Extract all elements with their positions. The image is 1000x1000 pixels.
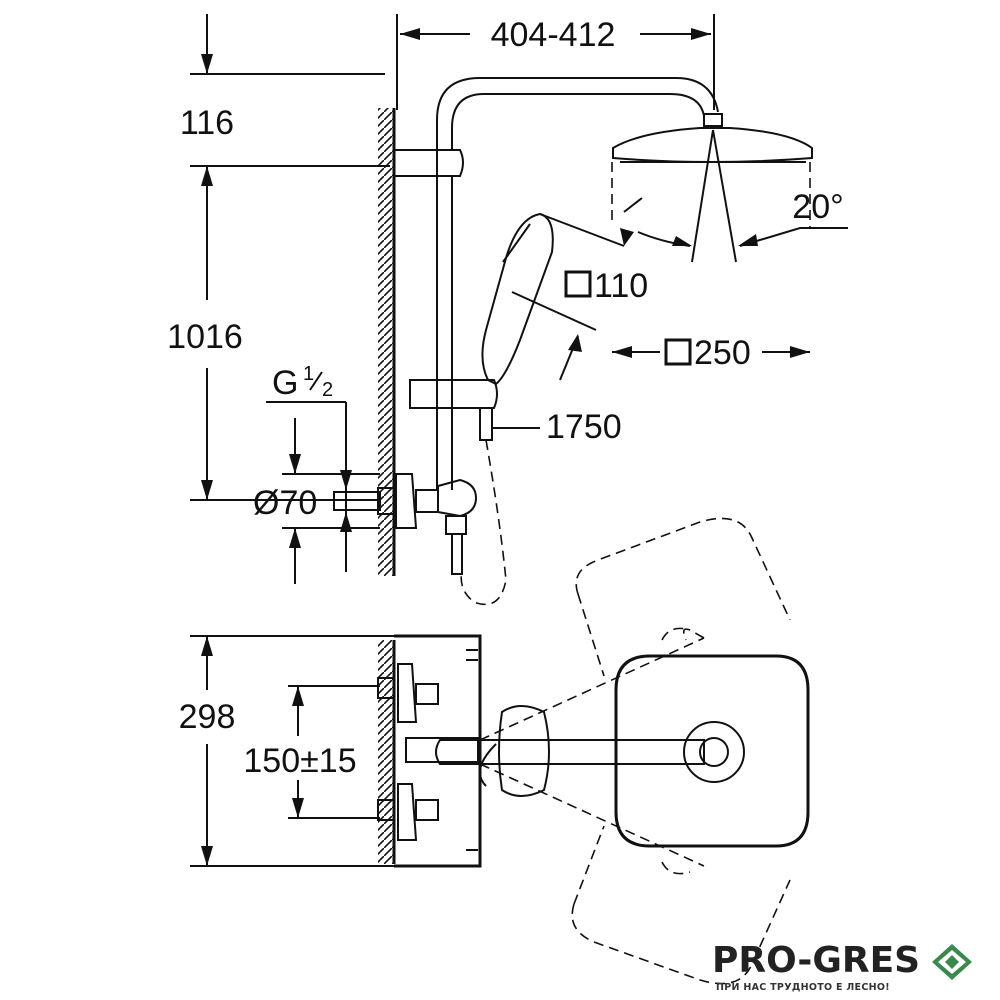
diamond-icon bbox=[932, 944, 972, 980]
ceiling-offset-label: 116 bbox=[180, 104, 234, 142]
mixer-height-label: 298 bbox=[179, 698, 236, 736]
escutcheon-label: Ø70 bbox=[253, 484, 317, 522]
thread-label: G bbox=[272, 364, 298, 402]
bar-height-label: 1016 bbox=[167, 318, 243, 356]
shower-riser bbox=[393, 77, 719, 490]
head-shower-plan bbox=[435, 654, 810, 848]
brand-logo: PRO-GRES ПРИ НАС ТРУДНОТО Е ЛЕСНО! bbox=[712, 940, 972, 993]
wall-section-bottom bbox=[378, 640, 396, 864]
brand-tagline: ПРИ НАС ТРУДНОТО Е ЛЕСНО! bbox=[716, 982, 890, 993]
width-dimension: 404-412 bbox=[396, 14, 715, 110]
plan-dimensions: 298 150±15 bbox=[179, 635, 480, 867]
hose-length-label: 1750 bbox=[546, 408, 622, 446]
slider-and-hose: 1750 bbox=[409, 379, 622, 606]
brand-name: PRO-GRES bbox=[712, 940, 920, 981]
connection-dimension: G 1 2 Ø70 bbox=[253, 363, 381, 584]
head-shower: 20° bbox=[611, 113, 848, 263]
tilt-label: 20° bbox=[792, 188, 843, 226]
head-width-dimension: 250 bbox=[612, 334, 810, 372]
mixer-side-view bbox=[377, 473, 478, 575]
swing-range bbox=[479, 517, 791, 985]
mixer-plan-view bbox=[377, 634, 482, 868]
head-shower-size-label: 250 bbox=[694, 334, 751, 372]
hand-shower: 110 bbox=[481, 197, 648, 386]
height-dimensions: 116 1016 bbox=[167, 14, 390, 501]
thread-denominator: 2 bbox=[322, 379, 333, 401]
centers-label: 150±15 bbox=[243, 742, 356, 780]
width-label: 404-412 bbox=[491, 16, 616, 54]
thread-numerator: 1 bbox=[303, 363, 314, 385]
hand-shower-size-label: 110 bbox=[594, 267, 648, 305]
